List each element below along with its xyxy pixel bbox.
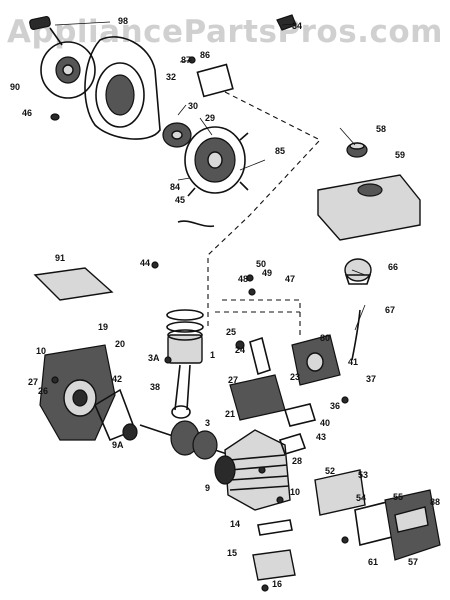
callout-41: 41 xyxy=(348,357,359,367)
callout-36: 36 xyxy=(330,401,341,411)
crankshaft-seal xyxy=(122,423,138,441)
blower-housing xyxy=(84,36,161,140)
callout-26: 26 xyxy=(38,386,49,396)
callout-50: 50 xyxy=(256,259,267,269)
primer-bulb xyxy=(344,258,372,285)
callout-16: 16 xyxy=(272,579,283,589)
fuel-cap xyxy=(346,142,368,158)
callout-85: 85 xyxy=(275,146,286,156)
callout-30: 30 xyxy=(188,101,199,111)
callout-19: 19 xyxy=(98,322,109,332)
callout-32: 32 xyxy=(166,72,177,82)
callout-61: 61 xyxy=(368,557,379,567)
muffler-shield xyxy=(252,549,296,581)
ground-wire xyxy=(177,220,215,228)
callout-52: 52 xyxy=(325,466,336,476)
callout-29: 29 xyxy=(205,113,216,123)
callout-54: 54 xyxy=(356,493,367,503)
callout-3A: 3A xyxy=(148,353,160,363)
callout-84: 84 xyxy=(170,182,181,192)
assembly-guide-line xyxy=(207,91,321,330)
callout-88: 88 xyxy=(430,497,441,507)
callout-90: 90 xyxy=(10,82,21,92)
callout-10: 10 xyxy=(36,346,47,356)
fuel-tank xyxy=(317,174,421,241)
callout-86: 86 xyxy=(200,50,211,60)
callout-27-upper: 27 xyxy=(228,375,239,385)
callout-67: 67 xyxy=(385,305,396,315)
callout-9: 9 xyxy=(205,483,211,493)
screw-set xyxy=(50,56,349,592)
flywheel xyxy=(179,126,249,197)
reed-valve xyxy=(229,374,286,421)
fuel-line xyxy=(351,309,361,361)
callout-21: 21 xyxy=(225,409,236,419)
callout-20: 20 xyxy=(115,339,126,349)
callout-44: 44 xyxy=(140,258,151,268)
connecting-rod xyxy=(171,364,191,419)
callout-25: 25 xyxy=(226,327,237,337)
air-filter-cover xyxy=(384,489,441,561)
callout-14: 14 xyxy=(230,519,241,529)
callout-45: 45 xyxy=(175,195,186,205)
callout-49: 49 xyxy=(262,268,273,278)
starter-cup xyxy=(162,122,192,148)
carburetor-gasket xyxy=(283,403,317,427)
callout-40: 40 xyxy=(320,418,331,428)
callout-23: 23 xyxy=(290,372,301,382)
callout-27-lower: 27 xyxy=(28,377,39,387)
cylinder xyxy=(214,429,291,511)
callout-47: 47 xyxy=(285,274,296,284)
spark-plug xyxy=(235,336,271,376)
callout-58: 58 xyxy=(376,124,387,134)
assembly-guide-line xyxy=(222,299,301,335)
muffler-gasket xyxy=(257,519,293,536)
callout-24: 24 xyxy=(235,345,246,355)
callout-43: 43 xyxy=(316,432,327,442)
callout-48: 48 xyxy=(238,274,249,284)
air-filter-base xyxy=(314,469,366,516)
callout-80: 80 xyxy=(320,333,331,343)
callout-9A: 9A xyxy=(112,440,124,450)
manual xyxy=(33,267,114,301)
carburetor xyxy=(291,334,341,386)
piston-rings xyxy=(166,309,204,333)
leader-lines xyxy=(54,21,366,331)
piston xyxy=(167,329,203,364)
callout-53: 53 xyxy=(358,470,369,480)
ignition-module xyxy=(196,63,234,98)
callout-15: 15 xyxy=(227,548,238,558)
callout-46: 46 xyxy=(22,108,33,118)
crankshaft xyxy=(139,420,231,460)
callout-38: 38 xyxy=(150,382,161,392)
callout-37: 37 xyxy=(366,374,377,384)
callout-66: 66 xyxy=(388,262,399,272)
crankcase-half xyxy=(39,344,116,441)
callout-87: 87 xyxy=(181,55,192,65)
callout-34: 34 xyxy=(292,21,303,31)
callout-91: 91 xyxy=(55,253,66,263)
callout-1: 1 xyxy=(210,350,216,360)
callout-28: 28 xyxy=(292,456,303,466)
callout-59: 59 xyxy=(395,150,406,160)
callout-3: 3 xyxy=(205,418,211,428)
callout-55: 55 xyxy=(393,492,404,502)
callout-10-lower: 10 xyxy=(290,487,301,497)
recoil-starter xyxy=(29,15,96,99)
intake-gasket xyxy=(278,433,307,455)
callout-98: 98 xyxy=(118,16,129,26)
spark-plug-boot xyxy=(276,14,297,31)
callout-42: 42 xyxy=(112,374,123,384)
callout-57: 57 xyxy=(408,557,419,567)
